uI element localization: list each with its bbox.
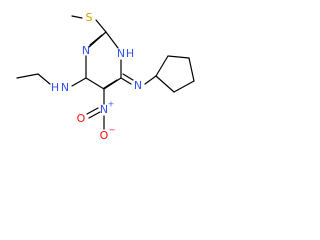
ethylamino-h-label: H	[51, 81, 59, 94]
cyclopentylamino-n-label: N	[134, 79, 142, 92]
cyclopentylamino-nitrogen: N	[134, 79, 142, 92]
bond-nitro-o-left	[86, 107, 99, 115]
nitro-n-label: N	[100, 103, 108, 116]
nitro-group: N + O − O	[77, 100, 116, 143]
ring-nitrogen-top-left: N	[82, 44, 90, 57]
sulfur-atom: S	[86, 11, 93, 24]
bond-cp-4	[173, 80, 195, 93]
sulfur-label: S	[86, 11, 93, 24]
bond-c2-n1	[105, 31, 119, 49]
bond-c4-nh	[71, 77, 87, 87]
ring-nh-top-right-label: N	[117, 47, 125, 60]
bond-methyl-s	[71, 15, 83, 19]
ring-nh-top-right-h: H	[126, 47, 134, 60]
nitro-n-charge: +	[108, 100, 115, 109]
ring-n-top-left-label: N	[82, 44, 90, 57]
nitro-o-left-label: O	[77, 112, 86, 125]
nitro-o-bottom-label: O	[100, 129, 109, 142]
bond-c6-c5-double	[103, 79, 118, 89]
bond-cp-5	[155, 75, 175, 93]
bond-nitro-o-left-double	[88, 111, 101, 119]
bond-cp-2	[167, 55, 190, 59]
bond-c6-n	[120, 77, 132, 85]
bond-cp-1	[155, 55, 169, 77]
atom-labels: S N N H H N N N + O − O	[51, 11, 142, 142]
bond-s-c2	[95, 19, 107, 33]
bond-ethyl-ch3	[16, 73, 39, 79]
bonds	[16, 15, 195, 130]
nitro-o-bottom-charge: −	[109, 126, 116, 135]
bond-n-cyclopentyl	[144, 75, 157, 85]
bond-c2-n3-double	[89, 34, 103, 46]
bond-c4-c5	[85, 77, 105, 90]
ring-nitrogen-top-right: N H	[117, 47, 134, 60]
bond-c6-c5	[103, 77, 122, 90]
structure-diagram: S N N H H N N N + O − O	[16, 11, 195, 142]
ethylamino-nitrogen: H N	[51, 81, 69, 94]
bond-nh-ethyl-ch2	[37, 73, 51, 85]
bond-c6-n-double	[122, 73, 134, 81]
ethylamino-n-label: N	[61, 81, 69, 94]
bond-cp-3	[188, 57, 195, 82]
